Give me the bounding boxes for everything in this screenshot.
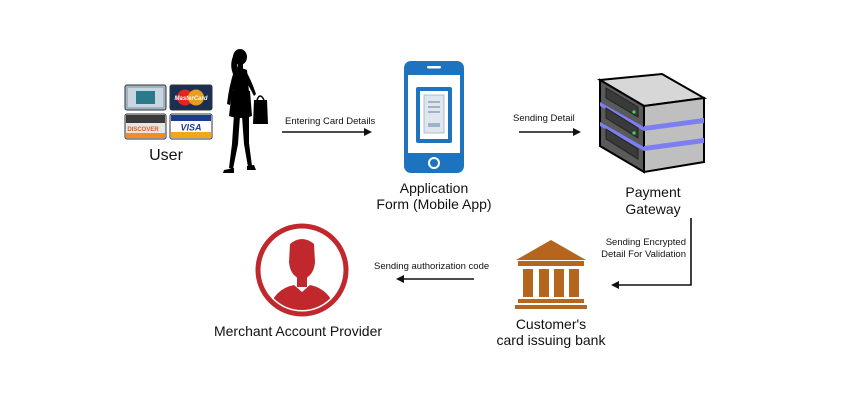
edge-label-app-to-gateway: Sending Detail [513,113,575,124]
payment-cards-group: MasterCard DISCOVER VISA [124,84,214,140]
server-icon [596,72,708,176]
discover-text: DISCOVER [127,127,159,133]
edge-label-bank-to-merchant: Sending authorization code [374,261,490,272]
discover-card-icon: DISCOVER [124,113,167,140]
woman-with-shopping-bag-silhouette [212,48,272,176]
gateway-label-line1: Payment [625,184,681,200]
person-avatar-icon [254,222,350,318]
merchant-label: Merchant Account Provider [213,323,383,339]
amex-card-icon [124,84,167,111]
mastercard-card-icon: MasterCard [169,84,213,111]
visa-card-icon: VISA [169,113,213,140]
visa-text: VISA [180,123,201,133]
smartphone-icon [403,60,465,174]
bank-building-icon [514,238,588,310]
mastercard-text: MasterCard [174,96,207,102]
app-label-line1: Application [399,180,469,196]
gateway-label-line2: Gateway [625,201,681,217]
user-label: User [149,147,183,164]
edge-label-gateway-to-bank-line2: Detail For Validation [601,249,686,260]
app-label-line2: Form (Mobile App) [376,196,492,212]
bank-label-line2: card issuing bank [496,332,606,348]
edge-label-user-to-app: Entering Card Details [285,116,376,127]
edge-label-gateway-to-bank-line1: Sending Encrypted [605,237,686,248]
bank-label-line1: Customer's [515,316,587,332]
